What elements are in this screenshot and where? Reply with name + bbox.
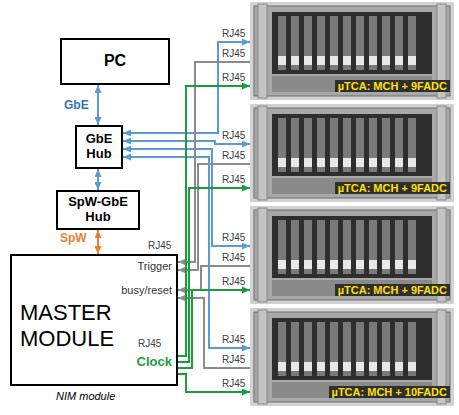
connector-label: RJ45 [222, 378, 245, 389]
crate-label: µTCA: MCH + 9FADC [335, 182, 450, 194]
box-label: PC [104, 52, 126, 70]
utca-crate: µTCA: MCH + 10FADC [250, 308, 454, 406]
connector-label: RJ45 [222, 276, 245, 287]
utca-crate: µTCA: MCH + 9FADC [250, 206, 454, 304]
crate-photo [250, 104, 454, 202]
connector-label: RJ45 [148, 240, 171, 251]
cable-connector [178, 290, 250, 368]
connector-label: RJ45 [222, 354, 245, 365]
connector-label: RJ45 [222, 334, 245, 345]
connector-label: RJ45 [222, 72, 245, 83]
connector-label: RJ45 [222, 252, 245, 263]
port-label: busy/reset [121, 284, 172, 296]
box-label: GbE Hub [79, 132, 119, 162]
master-module: MASTER MODULETriggerbusy/resetClockNIM m… [10, 254, 178, 386]
cable-connector [97, 85, 99, 125]
cable-connector [97, 169, 99, 190]
link-label: SpW [60, 231, 87, 245]
cable-connector [178, 188, 250, 362]
crate-label: µTCA: MCH + 9FADC [335, 80, 450, 92]
connector-label: RJ45 [222, 28, 245, 39]
computer-box: PC [60, 38, 170, 85]
connector-label: RJ45 [222, 150, 245, 161]
connector-label: RJ45 [222, 174, 245, 185]
crate-label: µTCA: MCH + 9FADC [335, 284, 450, 296]
crate-photo [250, 2, 454, 100]
cable-connector [178, 374, 250, 392]
connector-label: RJ45 [222, 48, 245, 59]
connector-label: RJ45 [138, 338, 161, 349]
utca-crate: µTCA: MCH + 9FADC [250, 2, 454, 100]
connector-label: RJ45 [222, 130, 245, 141]
box-label: SpW-GbE Hub [60, 195, 136, 225]
connector-label: RJ45 [222, 232, 245, 243]
hub-box: SpW-GbE Hub [56, 190, 140, 230]
module-caption: NIM module [56, 390, 115, 402]
module-title: MASTER MODULE [20, 300, 126, 352]
crate-photo [250, 206, 454, 304]
port-label: Trigger [138, 260, 172, 272]
utca-crate: µTCA: MCH + 9FADC [250, 104, 454, 202]
crate-photo [250, 308, 454, 406]
hub-box: GbE Hub [75, 125, 123, 169]
cable-connector [97, 230, 99, 254]
port-label: Clock [137, 354, 172, 369]
crate-label: µTCA: MCH + 10FADC [329, 386, 450, 398]
link-label: GbE [64, 98, 89, 112]
